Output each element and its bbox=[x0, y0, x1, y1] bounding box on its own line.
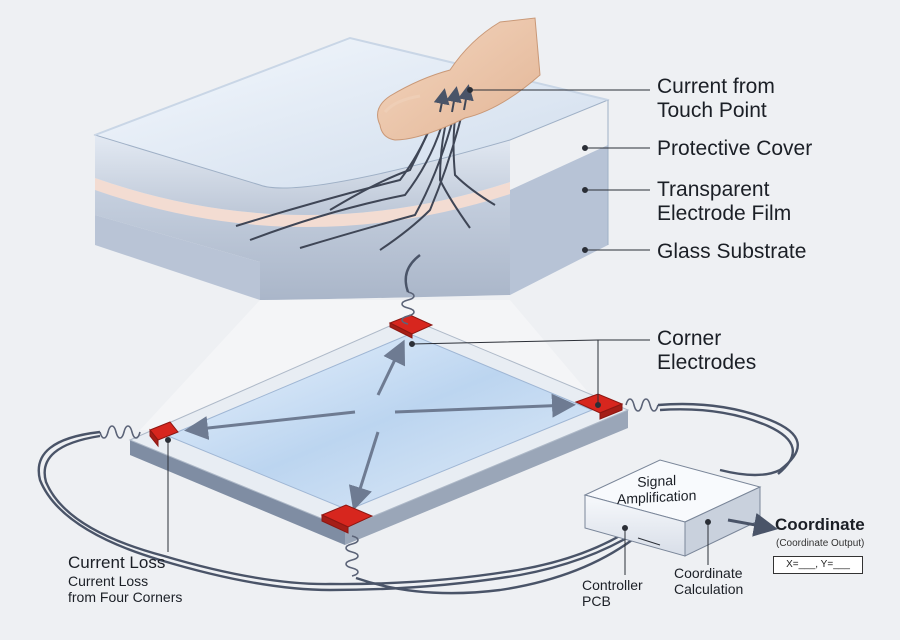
label-corner-electrodes: Corner Electrodes bbox=[657, 327, 756, 374]
label-coordinate: Coordinate bbox=[775, 515, 865, 534]
label-line: Transparent bbox=[657, 178, 770, 201]
electrode-film-layer bbox=[95, 178, 510, 228]
label-line: Coordinate bbox=[674, 565, 743, 581]
spring-left bbox=[99, 425, 141, 439]
corner-electrodes bbox=[149, 314, 624, 534]
spring-top bbox=[401, 291, 415, 325]
label-current-loss-title: Current Loss bbox=[68, 553, 166, 572]
springs bbox=[99, 291, 659, 577]
label-protective-cover: Protective Cover bbox=[657, 137, 813, 160]
label-electrode-film: Transparent Electrode Film bbox=[657, 178, 791, 225]
label-signal-amplification: Signal Amplification bbox=[617, 472, 696, 508]
label-line: PCB bbox=[582, 592, 611, 609]
label-coordinate-calculation: Coordinate Calculation bbox=[674, 565, 744, 597]
label-line: Calculation bbox=[674, 580, 744, 597]
touch-arrows bbox=[433, 84, 474, 113]
label-line: Current Loss bbox=[68, 573, 149, 589]
label-line: Controller bbox=[582, 577, 643, 593]
signal-amplification-box bbox=[583, 459, 778, 557]
spring-bottom bbox=[345, 535, 359, 577]
label-current-loss-sub: Current Loss from Four Corners bbox=[68, 573, 183, 605]
current-arrows bbox=[184, 339, 576, 511]
panel-glass bbox=[166, 333, 594, 511]
label-line: Touch Point bbox=[657, 98, 767, 122]
touch-panel bbox=[37, 254, 799, 595]
label-line: Electrodes bbox=[657, 350, 757, 374]
label-line: Electrode Film bbox=[657, 201, 792, 225]
label-line: Corner bbox=[657, 327, 722, 350]
label-line: from Four Corners bbox=[68, 588, 183, 605]
coordinate-output-box: X=___, Y=___ bbox=[773, 556, 863, 574]
output-arrow bbox=[727, 512, 778, 537]
label-current-from-touch: Current from Touch Point bbox=[657, 75, 775, 122]
label-coordinate-output: (Coordinate Output) bbox=[776, 538, 865, 549]
substrate-left-front bbox=[95, 215, 260, 300]
label-controller-pcb: Controller PCB bbox=[582, 577, 643, 609]
cables bbox=[37, 254, 799, 595]
label-glass-substrate: Glass Substrate bbox=[657, 240, 807, 263]
stack-side-face bbox=[510, 145, 608, 295]
leader-lines bbox=[165, 87, 711, 575]
label-line: Current from bbox=[657, 75, 775, 98]
finger bbox=[377, 17, 541, 141]
protective-cover-layer bbox=[95, 135, 510, 216]
spring-right bbox=[625, 398, 659, 412]
